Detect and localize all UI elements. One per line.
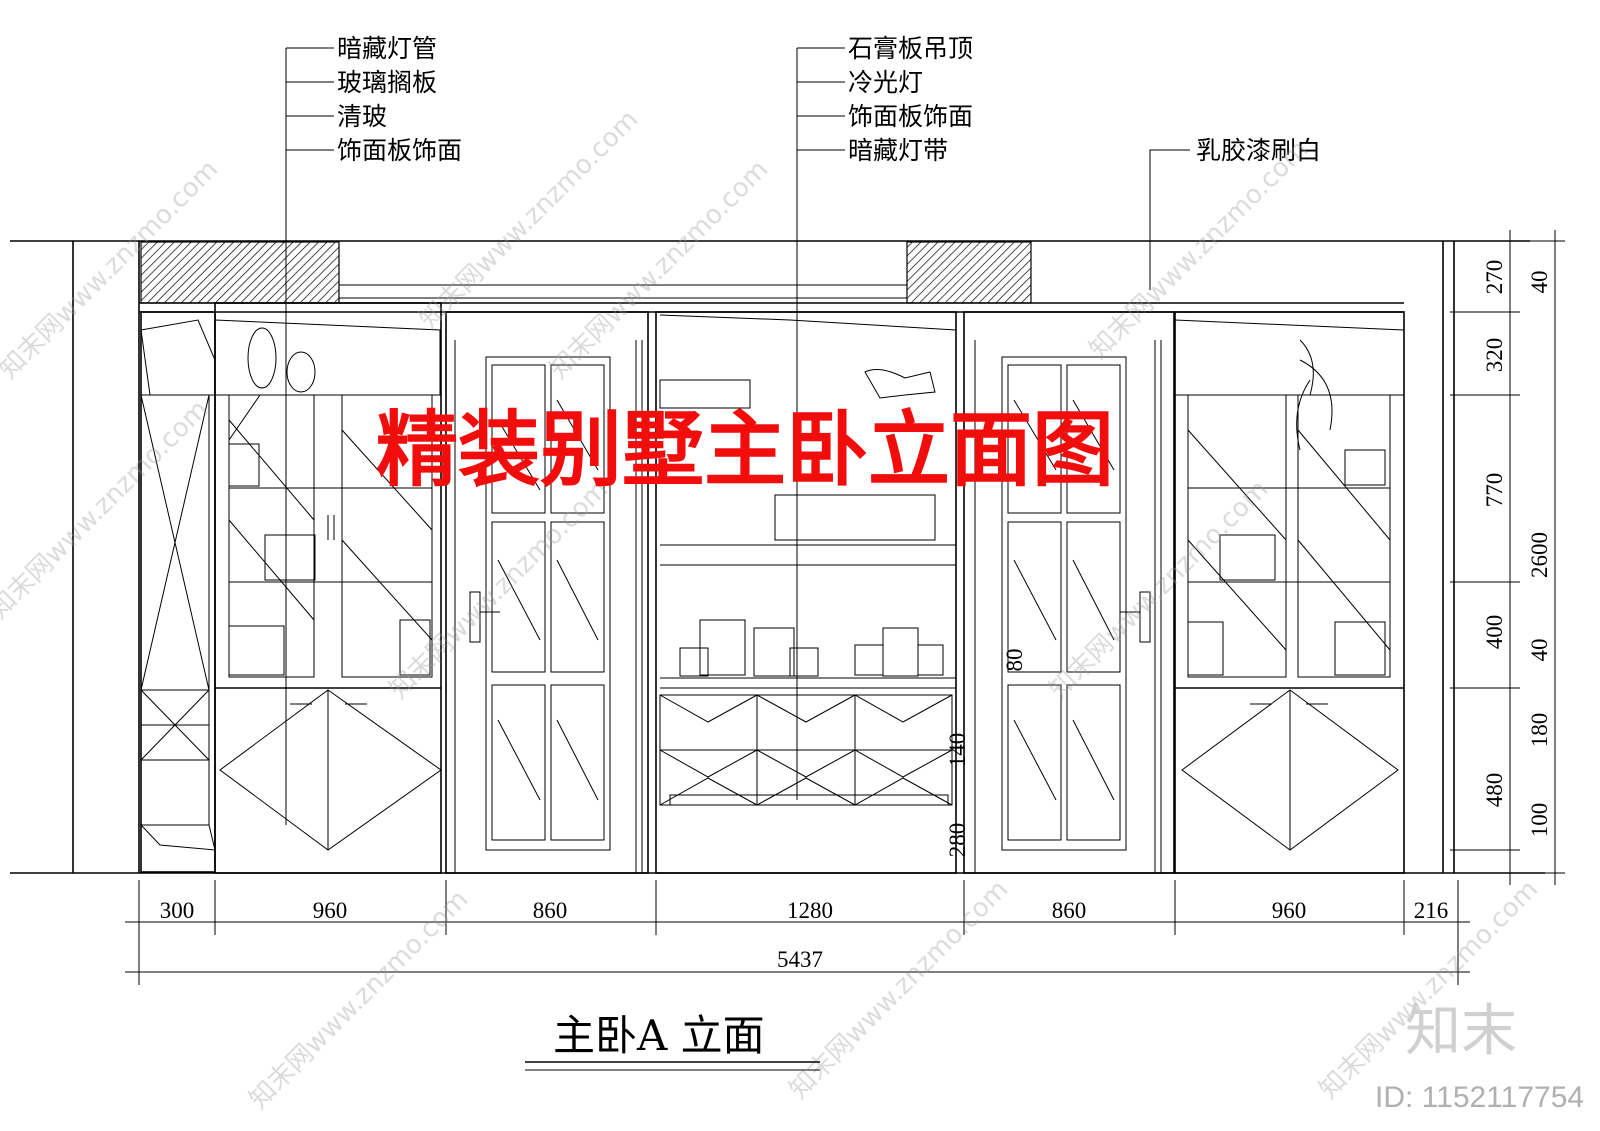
brand-logo: 知末 (1405, 999, 1517, 1064)
callout-concealed-lamp-tube: 暗藏灯管 (337, 34, 437, 63)
drawing-caption: 主卧A 立面 (525, 1011, 820, 1071)
center-dimensions: 80 140 280 (945, 649, 1027, 870)
left-tall-cabinet (139, 311, 216, 873)
callout-veneer-finish-center: 饰面板饰面 (848, 102, 973, 131)
dim-80: 80 (1002, 649, 1027, 672)
dim-180: 180 (1527, 713, 1552, 748)
dim-860-right: 860 (1052, 898, 1087, 923)
callout-veneer-finish: 饰面板饰面 (337, 136, 462, 165)
svg-text:知末网www.znzmo.com: 知末网www.znzmo.com (384, 474, 615, 705)
dim-860-left: 860 (533, 898, 568, 923)
callouts-left: 暗藏灯管 玻璃搁板 清玻 饰面板饰面 (337, 34, 462, 165)
dim-2600: 2600 (1527, 532, 1552, 578)
dim-320: 320 (1482, 338, 1507, 373)
dim-770: 770 (1482, 473, 1507, 508)
callout-cold-light: 冷光灯 (848, 68, 923, 97)
dim-960-left: 960 (313, 898, 348, 923)
right-display-cabinet (1174, 311, 1405, 874)
center-shelving (655, 311, 957, 874)
svg-text:知末网www.znzmo.com: 知末网www.znzmo.com (1084, 134, 1315, 365)
dim-400: 400 (1482, 615, 1507, 650)
dim-960-right: 960 (1272, 898, 1307, 923)
bottom-dimensions: 300 960 860 1280 860 960 216 5437 (125, 880, 1470, 985)
dim-100: 100 (1527, 803, 1552, 838)
left-door (445, 311, 649, 874)
left-display-cabinet (214, 302, 442, 874)
callout-clear-glass: 清玻 (337, 102, 387, 131)
callouts-center: 石膏板吊顶 冷光灯 饰面板饰面 暗藏灯带 (848, 34, 973, 165)
leader-lines (285, 47, 1190, 825)
dim-140: 140 (945, 733, 970, 768)
dim-270: 270 (1482, 260, 1507, 295)
callout-latex-paint: 乳胶漆刷白 (1196, 136, 1321, 165)
dim-total: 5437 (777, 947, 823, 972)
dim-300: 300 (160, 898, 195, 923)
dim-216: 216 (1414, 898, 1449, 923)
banner-title: 精装别墅主卧立面图 (376, 403, 1114, 498)
caption-text: 主卧A 立面 (553, 1011, 765, 1060)
svg-text:知末网www.znzmo.com: 知末网www.znzmo.com (1044, 474, 1275, 705)
svg-text:知末网www.znzmo.com: 知末网www.znzmo.com (244, 884, 475, 1115)
dim-480: 480 (1482, 773, 1507, 808)
wall-outline (10, 240, 1545, 874)
callout-glass-shelf: 玻璃搁板 (337, 68, 437, 97)
dim-1280: 1280 (787, 898, 833, 923)
dim-40-top: 40 (1527, 271, 1552, 294)
callout-gypsum-ceiling: 石膏板吊顶 (848, 34, 973, 63)
brand-id: ID: 1152117754 (1375, 1081, 1584, 1114)
right-dimensions: 270 320 770 400 480 40 2600 40 180 100 (1450, 230, 1565, 885)
callout-concealed-light-strip: 暗藏灯带 (848, 136, 948, 165)
dim-280: 280 (945, 823, 970, 858)
dim-40-mid: 40 (1527, 639, 1552, 662)
